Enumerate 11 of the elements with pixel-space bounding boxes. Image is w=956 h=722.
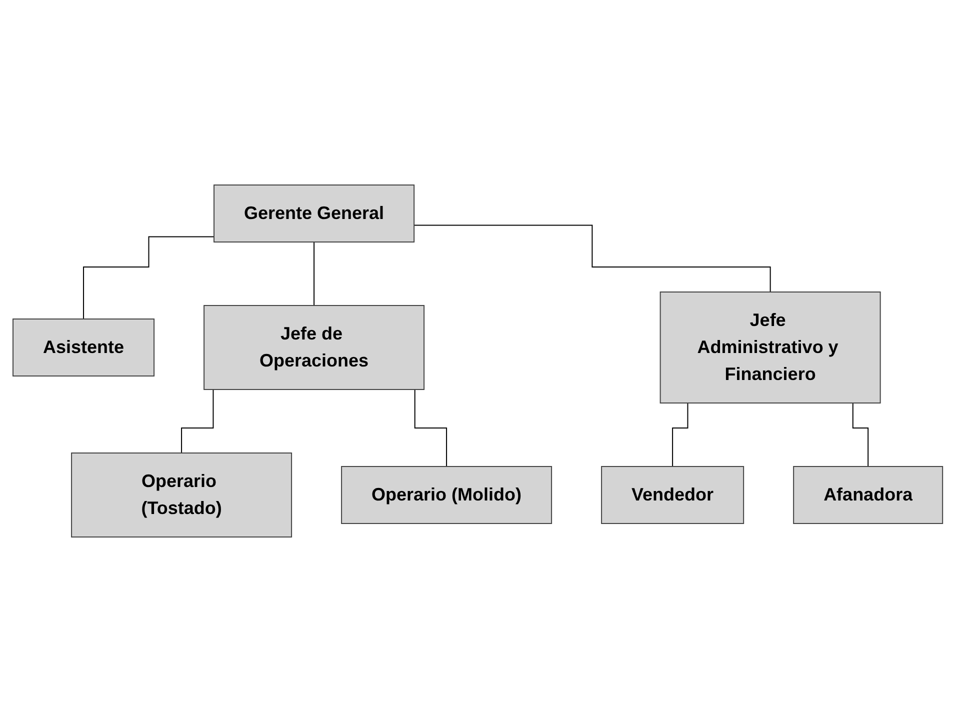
connector — [414, 224, 771, 292]
node-box: Asistente — [12, 318, 155, 376]
node-box: Operario (Tostado) — [71, 452, 292, 538]
node-box: Jefe de Operaciones — [204, 305, 425, 390]
node-box: Operario (Molido) — [341, 466, 552, 524]
node-box: Gerente General — [214, 184, 415, 242]
node-box: Jefe Administrativo y Financiero — [660, 292, 881, 404]
node-box: Afanadora — [793, 466, 944, 524]
connector — [314, 242, 315, 306]
connector — [83, 236, 215, 320]
node-box: Vendedor — [601, 466, 744, 524]
